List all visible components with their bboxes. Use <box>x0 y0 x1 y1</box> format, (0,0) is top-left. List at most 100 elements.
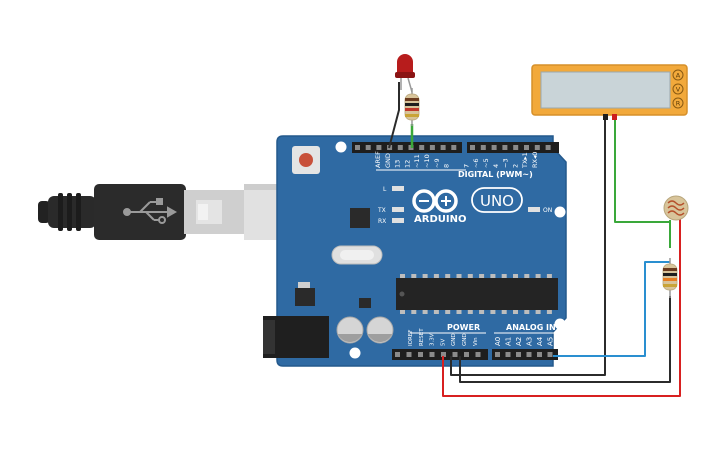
led-dome <box>397 54 413 72</box>
arduino-infinity-icon <box>412 189 458 213</box>
header-hole[interactable] <box>470 145 475 150</box>
header-hole[interactable] <box>526 352 532 357</box>
digital-pin-label: 8 <box>443 164 451 168</box>
analog-blue-wire[interactable] <box>553 261 670 357</box>
photoresistor[interactable] <box>663 195 689 221</box>
digital-pin-label: 7 <box>462 164 470 168</box>
header-hole[interactable] <box>547 352 553 357</box>
l-led <box>392 186 404 191</box>
header-hole[interactable] <box>429 352 435 357</box>
wires <box>388 82 681 397</box>
digital-pin-label: 12 <box>403 160 411 168</box>
header-hole[interactable] <box>480 145 486 150</box>
usb-cable-end <box>38 201 50 223</box>
header-hole[interactable] <box>441 352 446 357</box>
lcd-display[interactable]: AVR <box>531 64 688 120</box>
header-hole[interactable] <box>355 145 360 150</box>
digital-pin-label: ~11 <box>413 154 421 168</box>
digital-pin-label: 2 <box>511 164 519 168</box>
header-hole[interactable] <box>419 145 425 150</box>
divider-ground-wire[interactable] <box>459 296 671 383</box>
ldr-power-wire[interactable] <box>442 218 681 397</box>
capacitor <box>366 316 394 344</box>
lcd-gnd-pin <box>603 114 608 120</box>
header-hole[interactable] <box>537 352 542 357</box>
power-label: POWER <box>447 323 480 332</box>
digital-pin-label: TX▸1 <box>521 152 529 169</box>
power-pin-label: GND <box>462 333 468 346</box>
header-hole[interactable] <box>491 145 497 150</box>
mounting-hole <box>335 141 347 153</box>
analog-label: ANALOG IN <box>506 323 556 332</box>
digital-pin-label: GND <box>384 153 392 168</box>
power-pin-label: 3.3V <box>430 333 436 346</box>
analog-pin-label: A4 <box>536 336 544 346</box>
mounting-hole <box>349 347 361 359</box>
lcd-button-a[interactable] <box>672 69 684 81</box>
analog-pin-label: A3 <box>526 337 534 346</box>
lcd-buttons[interactable]: AVR <box>672 69 684 109</box>
analog-header[interactable] <box>492 349 558 360</box>
digital-pin-label: ~5 <box>482 158 490 168</box>
digital-header[interactable] <box>352 142 559 153</box>
lcd-signal-wire[interactable] <box>614 117 670 223</box>
digital-pin-label: 4 <box>492 164 500 168</box>
power-pin-label: Vin <box>473 337 479 346</box>
header-hole[interactable] <box>418 352 423 357</box>
header-hole[interactable] <box>395 352 400 357</box>
led-ground-wire[interactable] <box>388 82 400 149</box>
header-hole[interactable] <box>452 352 458 357</box>
header-hole[interactable] <box>429 145 435 150</box>
power-pin-label: 5V <box>440 339 446 346</box>
rx-led <box>392 218 404 223</box>
header-hole[interactable] <box>376 145 382 150</box>
header-hole[interactable] <box>534 145 540 150</box>
lcd-vcc-pin <box>612 114 617 120</box>
header-hole[interactable] <box>440 145 446 150</box>
chip-pins <box>400 274 552 314</box>
analog-pin-label: A0 <box>494 337 502 346</box>
header-hole[interactable] <box>545 145 551 150</box>
atmega-chip <box>396 278 558 310</box>
bottom-header-holes <box>395 352 553 357</box>
header-hole[interactable] <box>451 145 457 150</box>
header-hole[interactable] <box>475 352 481 357</box>
lcd-button-label: R <box>676 100 681 108</box>
header-hole[interactable] <box>464 352 469 357</box>
usb-chip <box>350 208 370 228</box>
divider-resistor[interactable] <box>662 258 678 298</box>
reset-button[interactable] <box>292 146 320 174</box>
lcd-button-label: V <box>676 86 681 94</box>
lcd-button-r[interactable] <box>672 97 684 109</box>
l-led-label: L <box>383 186 387 193</box>
digital-pin-label: 13 <box>394 160 402 168</box>
on-led <box>528 207 540 212</box>
power-jack[interactable] <box>263 316 329 358</box>
power-header[interactable] <box>392 349 488 360</box>
digital-pin-label: AREF <box>374 151 382 168</box>
tx-led <box>392 207 404 212</box>
led-resistor[interactable] <box>404 88 420 126</box>
power-pin-label: IOREF <box>408 330 414 346</box>
header-hole[interactable] <box>502 145 508 150</box>
header-hole[interactable] <box>516 352 521 357</box>
digital-pin-label: ~9 <box>433 158 441 168</box>
lcd-button-label: A <box>676 72 681 80</box>
header-hole[interactable] <box>365 145 371 150</box>
header-hole[interactable] <box>406 352 412 357</box>
header-hole[interactable] <box>505 352 511 357</box>
tx-led-label: TX <box>377 207 386 214</box>
digital-pin-label: ~10 <box>423 154 431 168</box>
voltage-regulator <box>295 288 315 306</box>
header-hole[interactable] <box>524 145 529 150</box>
analog-pin-label: A1 <box>505 337 513 346</box>
led[interactable] <box>395 54 415 93</box>
header-hole[interactable] <box>513 145 519 150</box>
lcd-button-v[interactable] <box>672 83 684 95</box>
header-hole[interactable] <box>495 352 500 357</box>
header-hole[interactable] <box>397 145 403 150</box>
lcd-ground-wire[interactable] <box>450 117 606 376</box>
